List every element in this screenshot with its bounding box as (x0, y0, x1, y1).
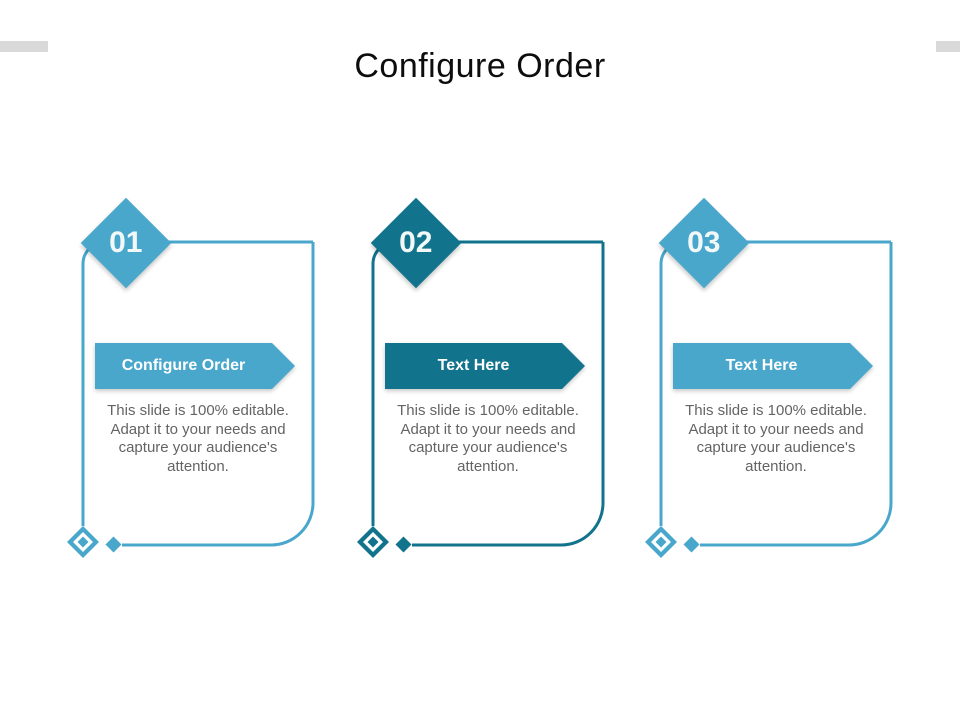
top-right-decor-bar (936, 41, 960, 52)
ribbon-label: Text Here (725, 357, 798, 374)
step-description: This slide is 100% editable. Adapt it to… (685, 402, 867, 475)
page-title: Configure Order (354, 46, 606, 85)
diamond-bullseye-icon (645, 526, 677, 558)
step-number-label: 03 (687, 226, 721, 259)
ribbon-label: Configure Order (121, 357, 246, 374)
step-description: This slide is 100% editable. Adapt it to… (107, 402, 289, 475)
small-diamond-icon (105, 536, 122, 553)
step-number-label: 01 (109, 226, 143, 259)
diamond-bullseye-icon (67, 526, 99, 558)
top-left-decor-bar (0, 41, 48, 52)
step-card: 01 Configure Order This slide is 100% ed… (63, 190, 333, 570)
ribbon-label: Text Here (437, 357, 510, 374)
ribbon-arrow: Text Here (673, 343, 873, 389)
step-card: 03 Text Here This slide is 100% editable… (641, 190, 911, 570)
step-card: 02 Text Here This slide is 100% editable… (353, 190, 623, 570)
small-diamond-icon (683, 536, 700, 553)
step-description: This slide is 100% editable. Adapt it to… (397, 402, 579, 475)
step-number-label: 02 (399, 226, 433, 259)
ribbon-arrow: Text Here (385, 343, 585, 389)
diamond-bullseye-icon (357, 526, 389, 558)
small-diamond-icon (395, 536, 412, 553)
ribbon-arrow: Configure Order (95, 343, 295, 389)
